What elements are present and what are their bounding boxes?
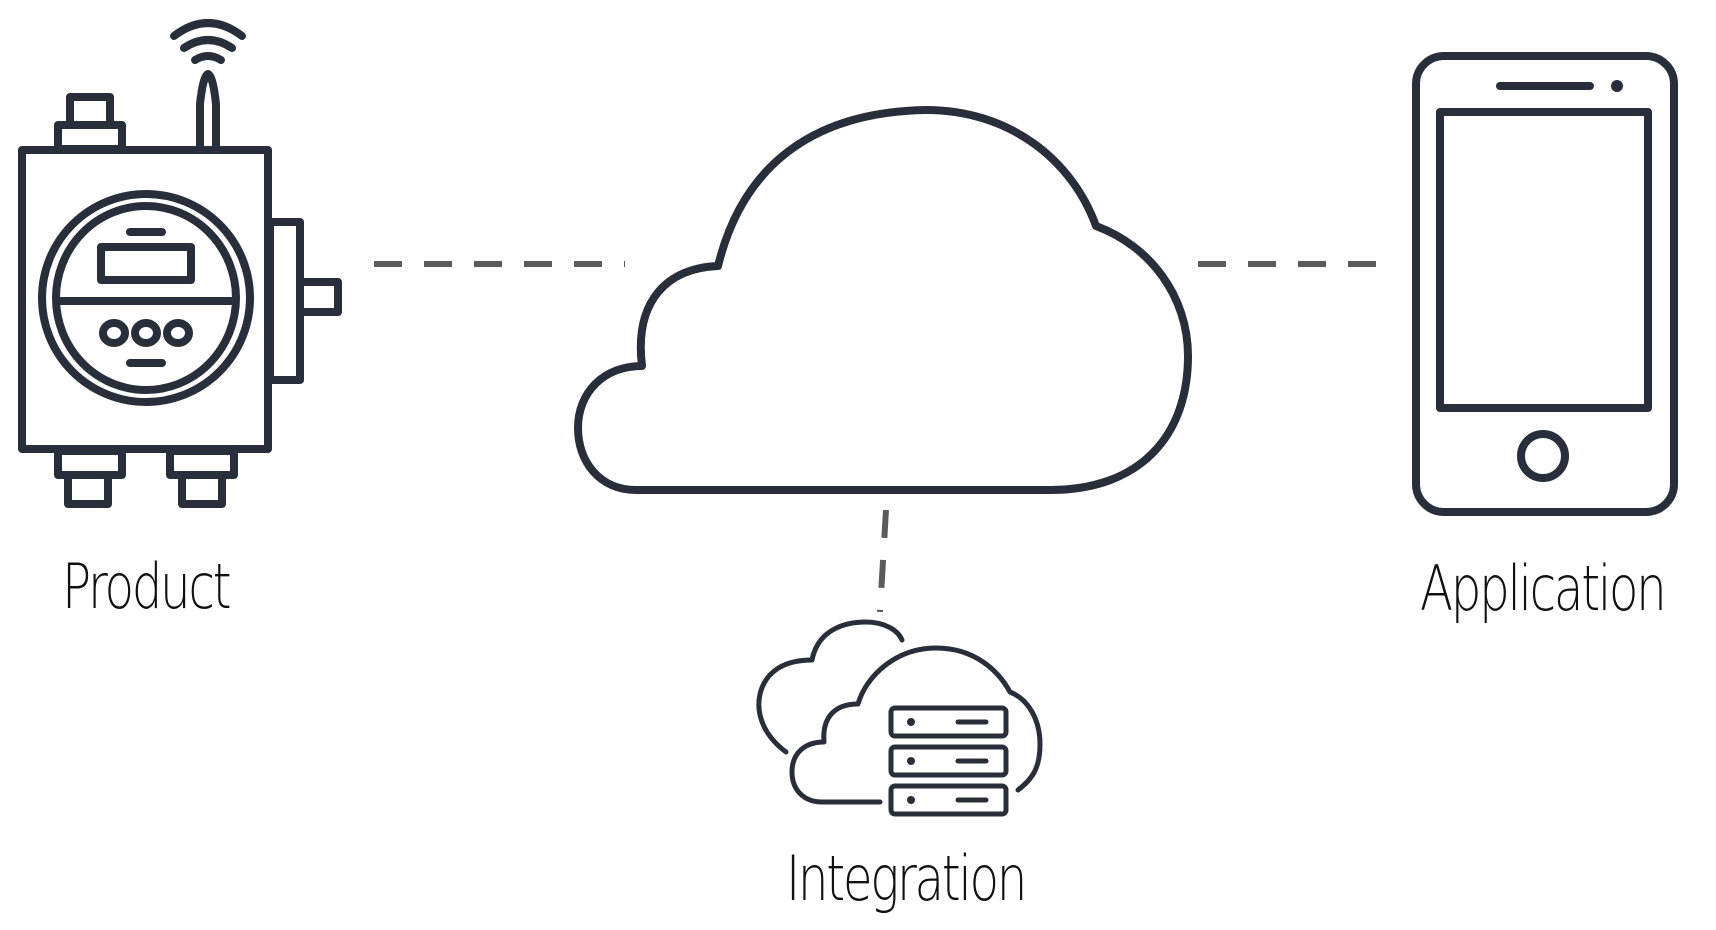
integration-label: Integration — [786, 842, 1027, 915]
signal-arc-middle — [180, 36, 236, 52]
phone-screen — [1436, 108, 1652, 412]
server-led-2 — [907, 757, 915, 765]
phone-home-button — [1517, 430, 1569, 482]
connector-cloud-integration — [877, 509, 889, 613]
top-connector-base — [54, 121, 126, 153]
side-connector — [296, 278, 342, 316]
front-cloud — [789, 645, 1043, 805]
server-unit-3 — [888, 783, 1009, 817]
meter-button-1 — [99, 319, 129, 347]
top-connector-cap — [66, 93, 114, 129]
bottom-connector-right-cap — [178, 471, 226, 508]
phone-camera — [1611, 80, 1623, 92]
back-cloud — [756, 619, 905, 755]
server-unit-2 — [888, 744, 1009, 778]
antenna — [196, 70, 220, 152]
side-panel — [266, 218, 304, 384]
iot-device-icon — [18, 19, 342, 508]
phone-body — [1412, 52, 1678, 516]
meter-button-2 — [131, 319, 161, 347]
server-unit-1 — [888, 705, 1009, 739]
server-led-3 — [907, 796, 915, 804]
bottom-connector-left-cap — [64, 471, 112, 508]
server-led-1 — [907, 718, 915, 726]
cloud-server-icon — [756, 619, 1043, 817]
cloud-icon — [574, 106, 1192, 494]
signal-arc-outer — [170, 19, 246, 40]
smartphone-icon — [1412, 52, 1678, 516]
meter-display — [97, 243, 195, 284]
meter-button-3 — [163, 319, 193, 347]
application-label: Application — [1420, 552, 1667, 625]
signal-arc-inner — [191, 52, 225, 64]
meter-outer-ring — [38, 190, 254, 406]
product-label: Product — [62, 550, 232, 623]
